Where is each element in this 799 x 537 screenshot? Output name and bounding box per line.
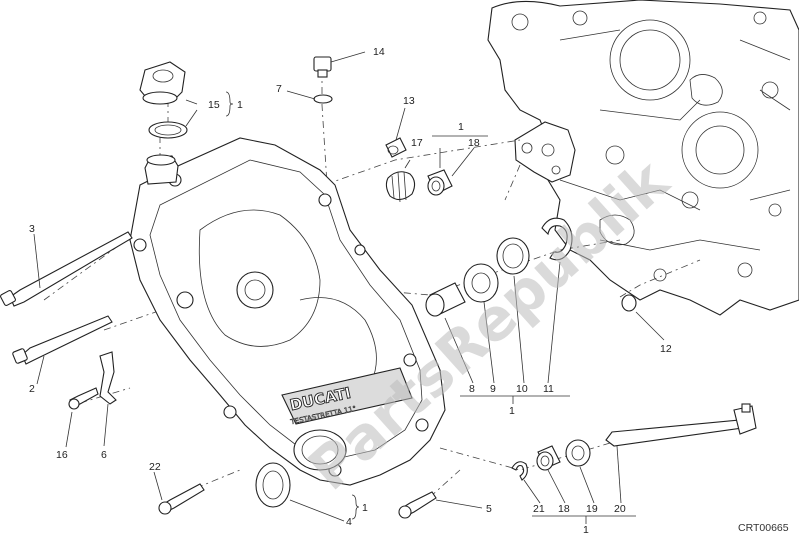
drain-plug	[313, 56, 332, 78]
drawing-code: CRT00665	[738, 522, 789, 534]
callout-3: 3	[29, 223, 35, 235]
hose-clip	[99, 351, 117, 405]
callout-2: 2	[29, 383, 35, 395]
callout-10: 10	[516, 383, 528, 395]
assembly-lines	[43, 70, 701, 498]
clutch-push-shaft	[605, 403, 757, 447]
callout-5: 5	[486, 503, 492, 515]
bushing	[385, 137, 407, 158]
callout-19: 19	[586, 503, 598, 515]
bolt-short-22	[158, 483, 205, 515]
screw-small	[68, 387, 99, 410]
bolt-short-5	[398, 491, 437, 519]
circlip-lower	[511, 461, 528, 481]
oil-seal	[463, 263, 499, 303]
callout-labels: 15 1 14 7 13 1 17 18 3 2 16 6 8 9 10 11 …	[29, 46, 672, 536]
callout-11: 11	[543, 383, 554, 395]
bearing-bushing	[425, 282, 466, 317]
clutch-slave-bracket	[514, 121, 576, 183]
o-ring	[621, 294, 637, 312]
callout-1-seal-set: 1	[509, 405, 515, 417]
cover-seal	[255, 462, 291, 508]
sealing-washer	[313, 94, 333, 104]
circlip	[541, 217, 573, 261]
callout-21: 21	[533, 503, 545, 515]
needle-bearing-lower	[536, 445, 561, 471]
oil-filler-cap	[139, 61, 186, 105]
callout-16: 16	[56, 449, 68, 461]
callout-1-shaft-set: 1	[583, 524, 589, 536]
leader-lines	[33, 51, 665, 524]
bolt-long-lower	[12, 315, 113, 365]
callout-18-upper: 18	[468, 137, 480, 149]
callout-7: 7	[276, 83, 282, 95]
oil-cap-oring	[148, 121, 188, 139]
callout-15: 15	[208, 99, 220, 111]
return-spring	[385, 159, 416, 203]
callout-9: 9	[490, 383, 496, 395]
callout-4: 4	[346, 516, 352, 528]
callout-14: 14	[373, 46, 385, 58]
callout-13: 13	[403, 95, 415, 107]
clutch-cover: DUCATI TESTASTRETTA 11°	[129, 137, 446, 486]
shaft-seal	[565, 439, 591, 467]
needle-bearing-upper	[427, 169, 453, 196]
callout-12: 12	[660, 343, 672, 355]
callout-6: 6	[101, 449, 107, 461]
callout-22: 22	[149, 461, 161, 473]
callout-18-lower: 18	[558, 503, 570, 515]
callout-1-oil-cap-set: 1	[237, 99, 243, 111]
thrust-washer	[496, 237, 530, 275]
callout-17: 17	[411, 137, 423, 149]
callout-8: 8	[469, 383, 475, 395]
crankcase	[487, 0, 799, 316]
callout-1-upper-set: 1	[458, 121, 464, 133]
bolt-long-upper	[0, 231, 133, 307]
callout-20: 20	[614, 503, 626, 515]
callout-1-cover-set: 1	[362, 502, 368, 514]
